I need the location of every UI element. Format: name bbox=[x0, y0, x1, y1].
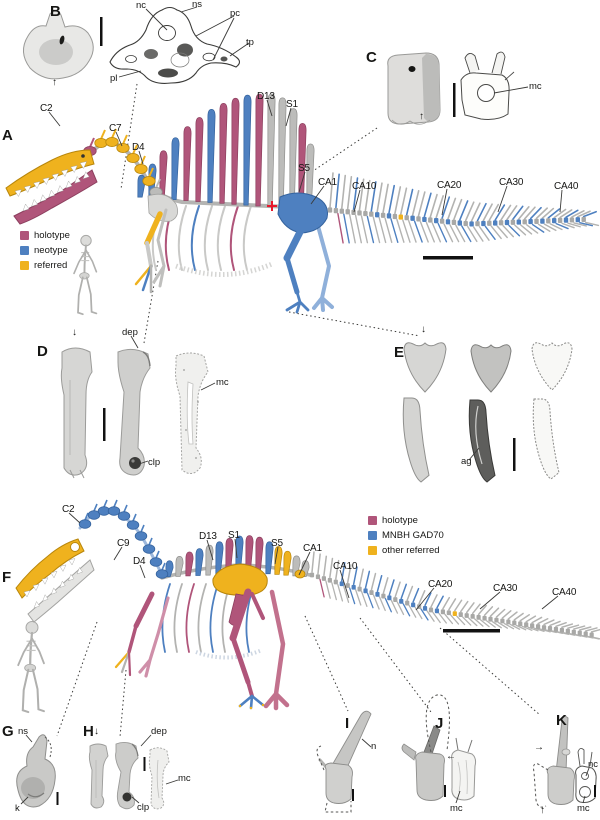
panel-k-figure bbox=[533, 715, 597, 808]
scale-bar bbox=[103, 408, 106, 441]
legend-color-swatch bbox=[368, 516, 377, 525]
skeleton-a bbox=[5, 93, 600, 314]
scale-bar bbox=[352, 789, 354, 801]
panel-h-figure bbox=[88, 741, 170, 810]
scale-bar bbox=[56, 792, 59, 805]
scale-bar bbox=[594, 785, 596, 797]
legend-label: other referred bbox=[382, 545, 440, 556]
legend-label: holotype bbox=[382, 515, 418, 526]
panel-g-figure bbox=[16, 734, 56, 808]
legend-panel-a: holotype neotype referred bbox=[20, 230, 70, 271]
legend-label: MNBH GAD70 bbox=[382, 530, 444, 541]
scale-bar bbox=[443, 629, 500, 633]
dotted-leader-lines bbox=[56, 83, 541, 738]
legend-label: referred bbox=[34, 260, 68, 271]
scale-bar bbox=[513, 438, 516, 471]
scale-bar bbox=[453, 83, 456, 117]
panel-i-figure bbox=[316, 710, 372, 813]
legend-color-swatch bbox=[20, 261, 29, 270]
panel-j-figure bbox=[401, 694, 477, 801]
legend-item-neotype: neotype bbox=[20, 245, 70, 256]
scale-bar bbox=[100, 17, 103, 46]
human-scale-f bbox=[17, 620, 45, 714]
panel-d-figure bbox=[60, 347, 209, 479]
legend-label: holotype bbox=[34, 230, 70, 241]
label-leader-lines bbox=[20, 6, 590, 805]
scale-bar bbox=[423, 256, 473, 260]
legend-item-other-referred: other referred bbox=[368, 545, 444, 556]
legend-item-holotype: holotype bbox=[368, 515, 444, 526]
legend-color-swatch bbox=[20, 231, 29, 240]
legend-item-holotype: holotype bbox=[20, 230, 70, 241]
human-scale-a bbox=[73, 234, 98, 316]
scale-bar bbox=[444, 785, 446, 797]
legend-label: neotype bbox=[34, 245, 68, 256]
marker-red-plus bbox=[267, 201, 277, 211]
panel-b-figure bbox=[23, 6, 241, 84]
panel-e-figure bbox=[402, 342, 573, 483]
skeleton-f bbox=[15, 499, 600, 711]
scale-bar bbox=[143, 757, 146, 771]
panel-c-figure bbox=[387, 51, 515, 125]
legend-color-swatch bbox=[368, 546, 377, 555]
legend-color-swatch bbox=[368, 531, 377, 540]
legend-item-referred: referred bbox=[20, 260, 70, 271]
scale-bars bbox=[56, 17, 596, 805]
legend-item-mnbh-gad70: MNBH GAD70 bbox=[368, 530, 444, 541]
legend-color-swatch bbox=[20, 246, 29, 255]
